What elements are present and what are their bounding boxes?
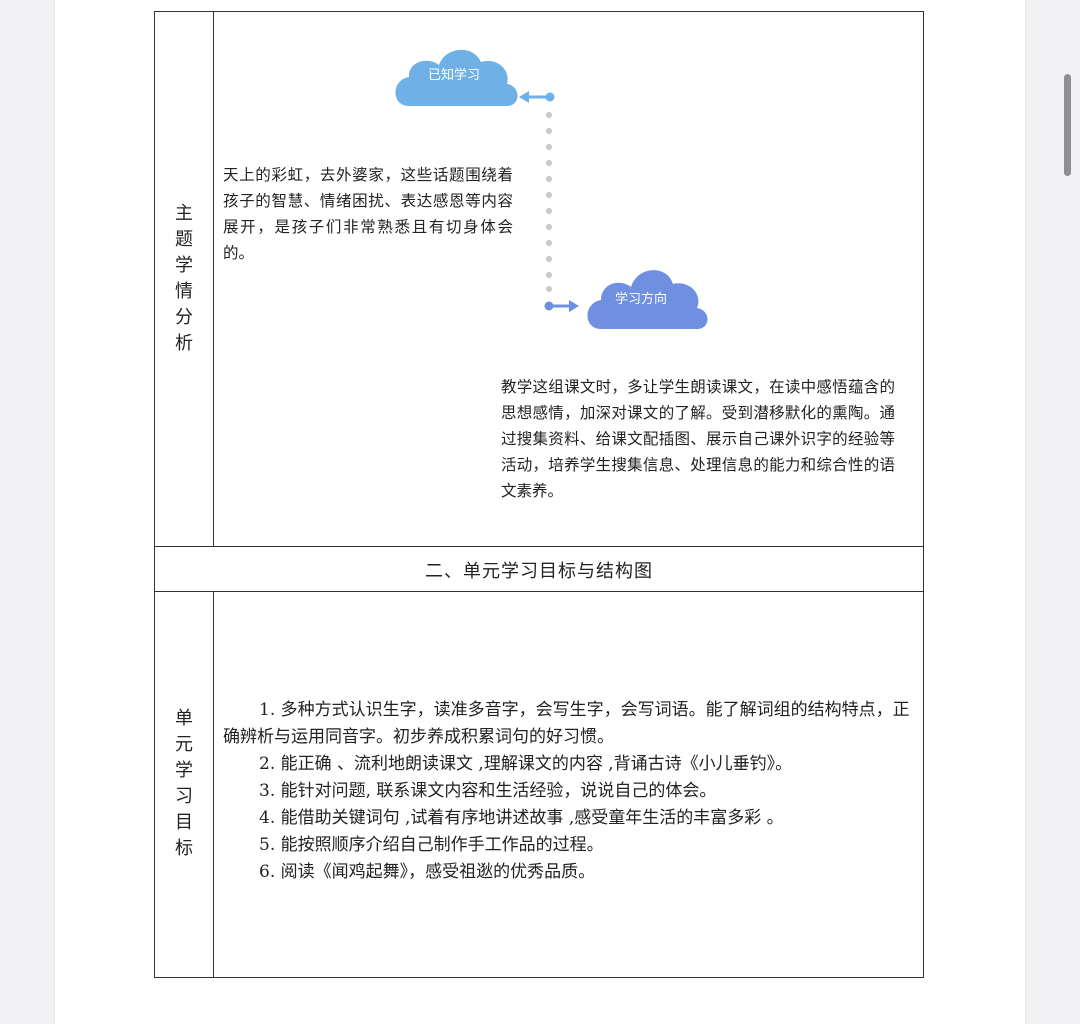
arrow-left-icon xyxy=(519,91,555,103)
goal-item: 2. 能正确 、流利地朗读课文 ,理解课文的内容 ,背诵古诗《小儿垂钓》。 xyxy=(259,754,793,774)
label-char: 目 xyxy=(175,812,193,833)
label-char: 单 xyxy=(175,708,193,729)
label-char: 学 xyxy=(175,255,193,276)
label-char: 学 xyxy=(175,760,193,781)
label-char: 题 xyxy=(175,229,193,250)
label-char: 分 xyxy=(175,307,193,328)
section-heading: 二、单元学习目标与结构图 xyxy=(425,560,653,582)
learning-flow-diagram: 已知学习 学习方向 xyxy=(395,49,708,329)
scrollbar-thumb[interactable] xyxy=(1064,74,1071,176)
label-char: 析 xyxy=(175,333,193,354)
dotted-connector xyxy=(546,112,552,292)
learning-direction-text: 教学这组课文时，多让学生朗读课文，在读中感悟蕴含的思想感情，加深对课文的了解。受… xyxy=(501,378,895,500)
topic-analysis-label: 主 题 学 情 分 析 xyxy=(155,12,213,546)
known-learning-text: 天上的彩虹，去外婆家，这些话题围绕着孩子的智慧、情绪困扰、表达感恩等内容展开，是… xyxy=(223,166,513,262)
row-divider-2 xyxy=(155,591,923,592)
analysis-table: 主 题 学 情 分 析 已知学习 xyxy=(154,11,924,978)
label-char: 主 xyxy=(175,203,193,224)
arrow-right-icon xyxy=(544,300,579,312)
goal-item: 1. 多种方式认识生字，读准多音字，会写生字，会写词语。能了解词组的结构特点，正… xyxy=(223,700,910,747)
cloud-direction-label: 学习方向 xyxy=(615,291,667,307)
document-page xyxy=(55,0,1025,1024)
column-divider-bottom xyxy=(213,591,214,977)
label-char: 情 xyxy=(175,281,193,302)
goal-item: 3. 能针对问题, 联系课文内容和生活经验，说说自己的体会。 xyxy=(259,781,717,801)
goal-item: 5. 能按照顺序介绍自己制作手工作品的过程。 xyxy=(259,835,604,855)
label-char: 习 xyxy=(175,786,193,807)
unit-goals-label: 单 元 学 习 目 标 xyxy=(155,591,213,977)
row-divider-1 xyxy=(155,546,923,547)
cloud-known-label: 已知学习 xyxy=(428,67,480,83)
goal-item: 6. 阅读《闻鸡起舞》，感受祖逖的优秀品质。 xyxy=(259,862,596,882)
cloud-known-icon: 已知学习 xyxy=(395,49,518,106)
column-divider-top xyxy=(213,12,214,546)
label-char: 标 xyxy=(175,838,193,859)
label-char: 元 xyxy=(175,734,193,755)
goal-item: 4. 能借助关键词句 ,试着有序地讲述故事 ,感受童年生活的丰富多彩 。 xyxy=(259,808,784,828)
goals-list: 1. 多种方式认识生字，读准多音字，会写生字，会写词语。能了解词组的结构特点，正… xyxy=(223,697,917,886)
cloud-direction-icon: 学习方向 xyxy=(587,270,708,329)
